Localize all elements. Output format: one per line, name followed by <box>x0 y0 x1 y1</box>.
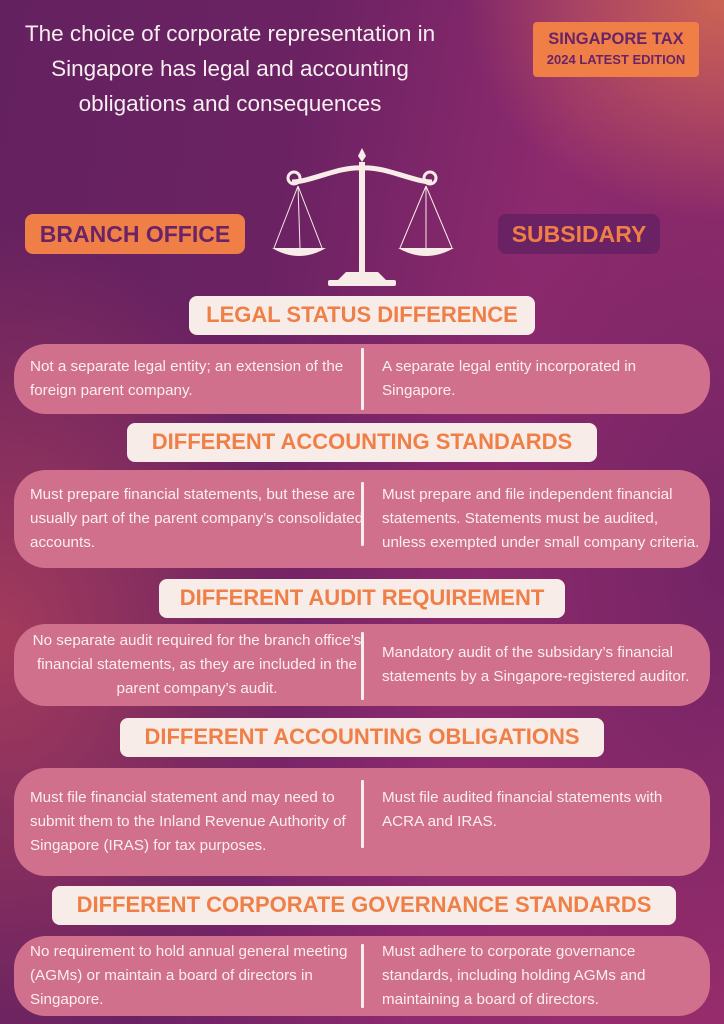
section-heading: DIFFERENT ACCOUNTING STANDARDS <box>127 423 597 462</box>
divider <box>361 944 364 1008</box>
divider <box>361 780 364 848</box>
badge-subtitle: 2024 LATEST EDITION <box>546 52 686 67</box>
comparison-row: No separate audit required for the branc… <box>14 624 710 706</box>
subsidiary-text: Must file audited financial statements w… <box>382 789 663 830</box>
page-title: The choice of corporate representation i… <box>24 21 436 116</box>
comparison-row: Must file financial statement and may ne… <box>14 768 710 876</box>
section-heading: DIFFERENT CORPORATE GOVERNANCE STANDARDS <box>52 886 676 925</box>
divider <box>361 632 364 700</box>
subsidiary-text: Mandatory audit of the subsidary’s finan… <box>382 644 690 685</box>
branch-text: Must file financial statement and may ne… <box>30 789 346 854</box>
divider <box>361 348 364 410</box>
subsidiary-label: SUBSIDARY <box>498 214 660 254</box>
divider <box>361 482 364 546</box>
comparison-row: Not a separate legal entity; an extensio… <box>14 344 710 414</box>
branch-text: Not a separate legal entity; an extensio… <box>30 358 344 399</box>
comparison-row: No requirement to hold annual general me… <box>14 936 710 1016</box>
subsidiary-text: Must prepare and file independent financ… <box>382 486 700 551</box>
balance-scale-icon <box>272 148 454 286</box>
subsidiary-text: A separate legal entity incorporated in … <box>382 358 637 399</box>
section-heading: LEGAL STATUS DIFFERENCE <box>189 296 535 335</box>
edition-badge: SINGAPORE TAX 2024 LATEST EDITION <box>533 22 699 77</box>
subsidiary-text: Must adhere to corporate governance stan… <box>382 943 646 1008</box>
section-heading: DIFFERENT AUDIT REQUIREMENT <box>159 579 565 618</box>
branch-text: Must prepare financial statements, but t… <box>30 486 364 551</box>
branch-text: No requirement to hold annual general me… <box>30 943 348 1008</box>
branch-office-label: BRANCH OFFICE <box>25 214 245 254</box>
section-heading: DIFFERENT ACCOUNTING OBLIGATIONS <box>120 718 604 757</box>
comparison-row: Must prepare financial statements, but t… <box>14 470 710 568</box>
branch-text: No separate audit required for the branc… <box>32 632 362 697</box>
badge-title: SINGAPORE TAX <box>548 30 684 48</box>
